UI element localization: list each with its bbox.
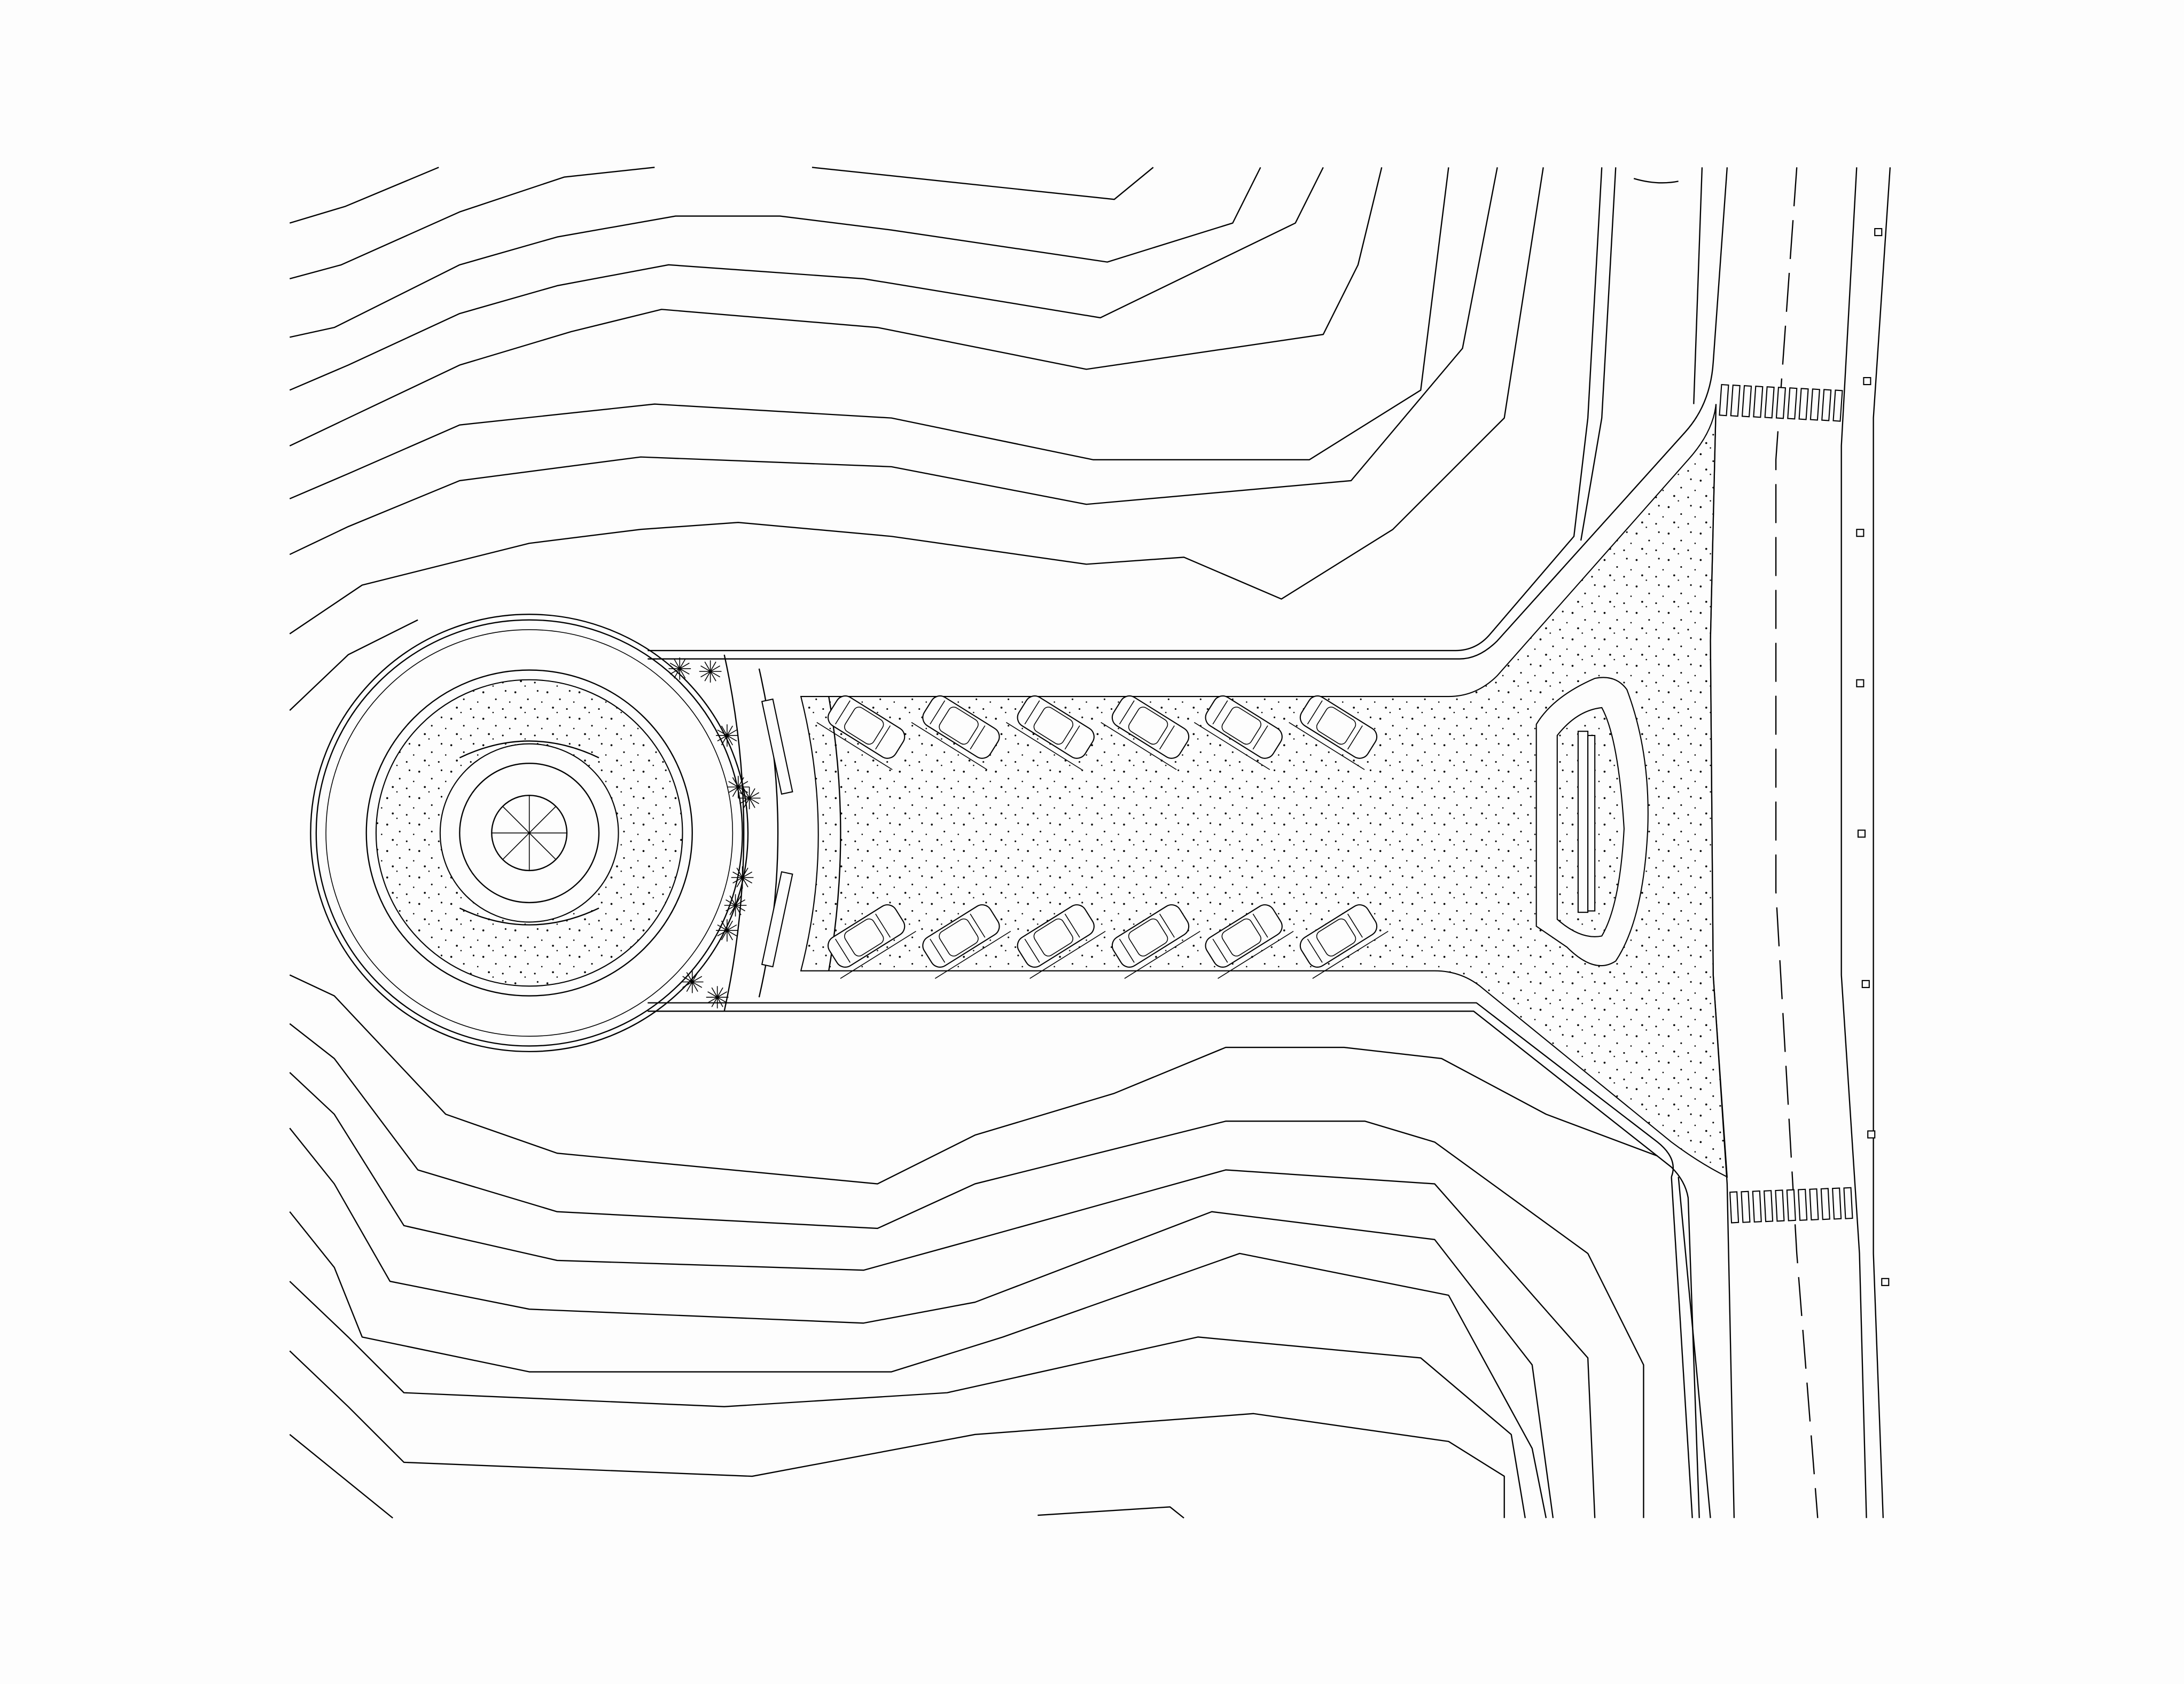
bollard	[1867, 1130, 1876, 1139]
bollard	[1857, 829, 1866, 838]
road-bollards	[1856, 228, 1890, 1286]
crosswalk-stripe	[1763, 1190, 1774, 1223]
bollard	[1863, 377, 1871, 386]
crosswalk-stripe	[1730, 384, 1741, 417]
bollard	[1861, 980, 1870, 988]
car-bottom-1	[828, 904, 916, 979]
shrub-icon	[724, 894, 747, 917]
bollard	[1881, 1278, 1890, 1286]
island-bench	[1577, 731, 1589, 913]
crosswalk-stripe	[1798, 388, 1809, 420]
crosswalk-stripe	[1832, 389, 1843, 422]
shrub-icon	[716, 724, 738, 747]
crosswalk-stripe	[1809, 388, 1820, 421]
car-bottom-6	[1299, 904, 1389, 979]
car-top-5	[1194, 695, 1283, 770]
crosswalk-stripe	[1820, 1188, 1830, 1220]
crosswalk-south	[1729, 1187, 1853, 1224]
shrub-icon	[681, 970, 704, 993]
planting	[668, 657, 761, 1009]
crosswalk-stripe	[1719, 383, 1729, 417]
car-top-2	[911, 695, 1000, 770]
shrub-icon	[727, 776, 750, 798]
shrub-icon	[716, 919, 738, 942]
car-bottom-3	[1017, 904, 1106, 979]
car-top-3	[1005, 695, 1095, 770]
car-bottom-4	[1111, 904, 1200, 979]
crosswalk-stripe	[1752, 1190, 1762, 1223]
bollard	[1856, 679, 1865, 687]
shrub-icon	[731, 866, 754, 889]
contour-lines-north	[289, 167, 1544, 711]
circular-plaza	[310, 614, 841, 1053]
crosswalk-stripe	[1843, 1187, 1853, 1219]
bollard	[1874, 228, 1883, 237]
shrub-icon	[706, 986, 729, 1009]
crosswalk-stripe	[1753, 386, 1764, 418]
crosswalk-stripe	[1798, 1188, 1808, 1221]
crosswalk-stripe	[1741, 385, 1752, 418]
crosswalk-stripe	[1741, 1190, 1751, 1223]
main-road	[1633, 167, 1891, 1518]
crosswalk-stripe	[1832, 1187, 1842, 1220]
crosswalk-north	[1719, 383, 1843, 422]
paved-forecourt	[800, 404, 1728, 1178]
crosswalk-stripe	[1764, 386, 1775, 419]
crosswalk-stripe	[1775, 387, 1787, 419]
car-bottom-2	[922, 904, 1011, 979]
crosswalk-stripe	[1729, 1191, 1740, 1224]
car-bottom-5	[1205, 904, 1294, 979]
bench	[761, 871, 793, 968]
crosswalk-stripe	[1786, 1189, 1796, 1221]
gate-arc	[1633, 178, 1679, 184]
crosswalk-stripe	[1787, 387, 1798, 420]
car-top-1	[816, 695, 906, 770]
car-top-4	[1101, 695, 1190, 770]
shrub-icon	[668, 657, 691, 680]
crosswalk-stripe	[1821, 389, 1832, 421]
access-drive	[648, 167, 1728, 1518]
car-top-6	[1289, 695, 1378, 770]
bench	[761, 698, 793, 795]
crosswalk-stripe	[1775, 1189, 1785, 1222]
contour-lines-south	[289, 974, 1658, 1519]
shrub-icon	[738, 787, 761, 810]
crosswalk-stripe	[1809, 1188, 1819, 1221]
shrub-icon	[699, 660, 722, 683]
plaza-ring-path	[723, 654, 745, 1012]
parking-cars	[816, 695, 1389, 979]
bollard	[1856, 529, 1865, 537]
